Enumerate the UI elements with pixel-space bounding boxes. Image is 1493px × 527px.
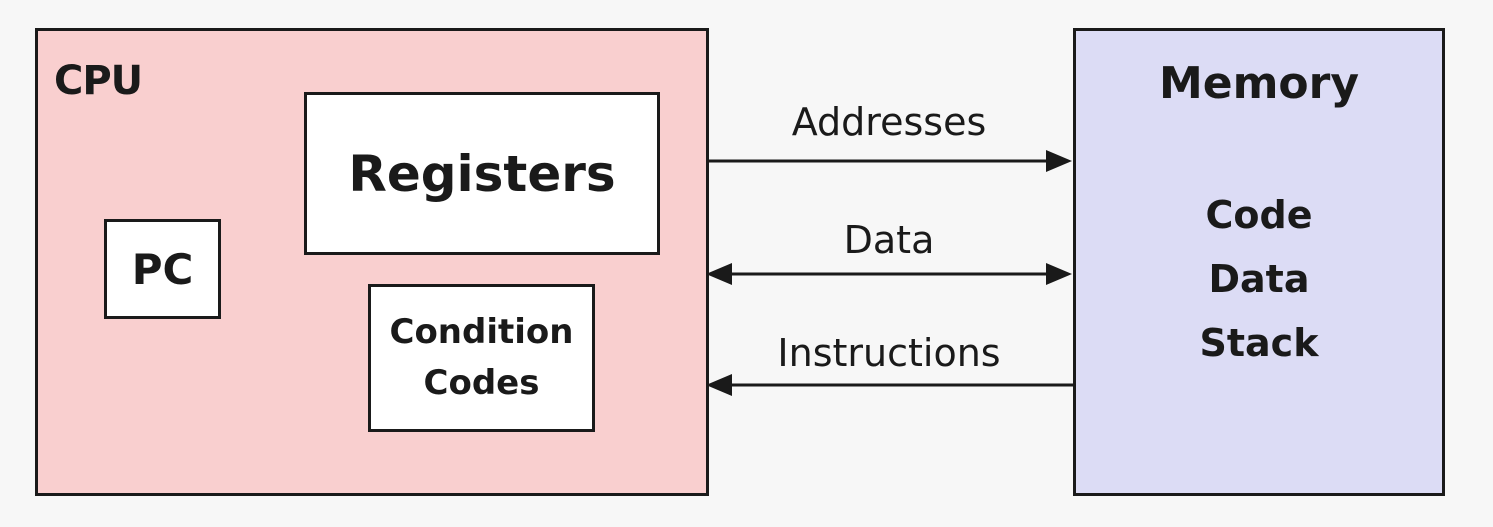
data-label: Data bbox=[843, 218, 935, 262]
memory-item-data: Data bbox=[1208, 257, 1310, 301]
addresses-label: Addresses bbox=[791, 100, 987, 144]
memory-item-stack: Stack bbox=[1199, 321, 1319, 365]
instructions-label: Instructions bbox=[777, 331, 1001, 375]
pc-label: PC bbox=[131, 244, 194, 294]
data-arrow bbox=[706, 263, 1072, 285]
memory-item-code: Code bbox=[1205, 193, 1313, 237]
addresses-arrow bbox=[706, 150, 1072, 172]
cpu-title: CPU bbox=[54, 58, 143, 104]
condition-codes-box: Condition Codes bbox=[368, 284, 595, 432]
pc-box: PC bbox=[104, 219, 221, 319]
condition-codes-line-1: Condition bbox=[389, 312, 574, 352]
memory-block bbox=[1073, 28, 1445, 496]
registers-box: Registers bbox=[304, 92, 660, 255]
instructions-arrow bbox=[706, 374, 1073, 396]
registers-label: Registers bbox=[348, 144, 616, 203]
condition-codes-line-2: Codes bbox=[423, 363, 540, 403]
memory-title: Memory bbox=[1158, 58, 1360, 109]
